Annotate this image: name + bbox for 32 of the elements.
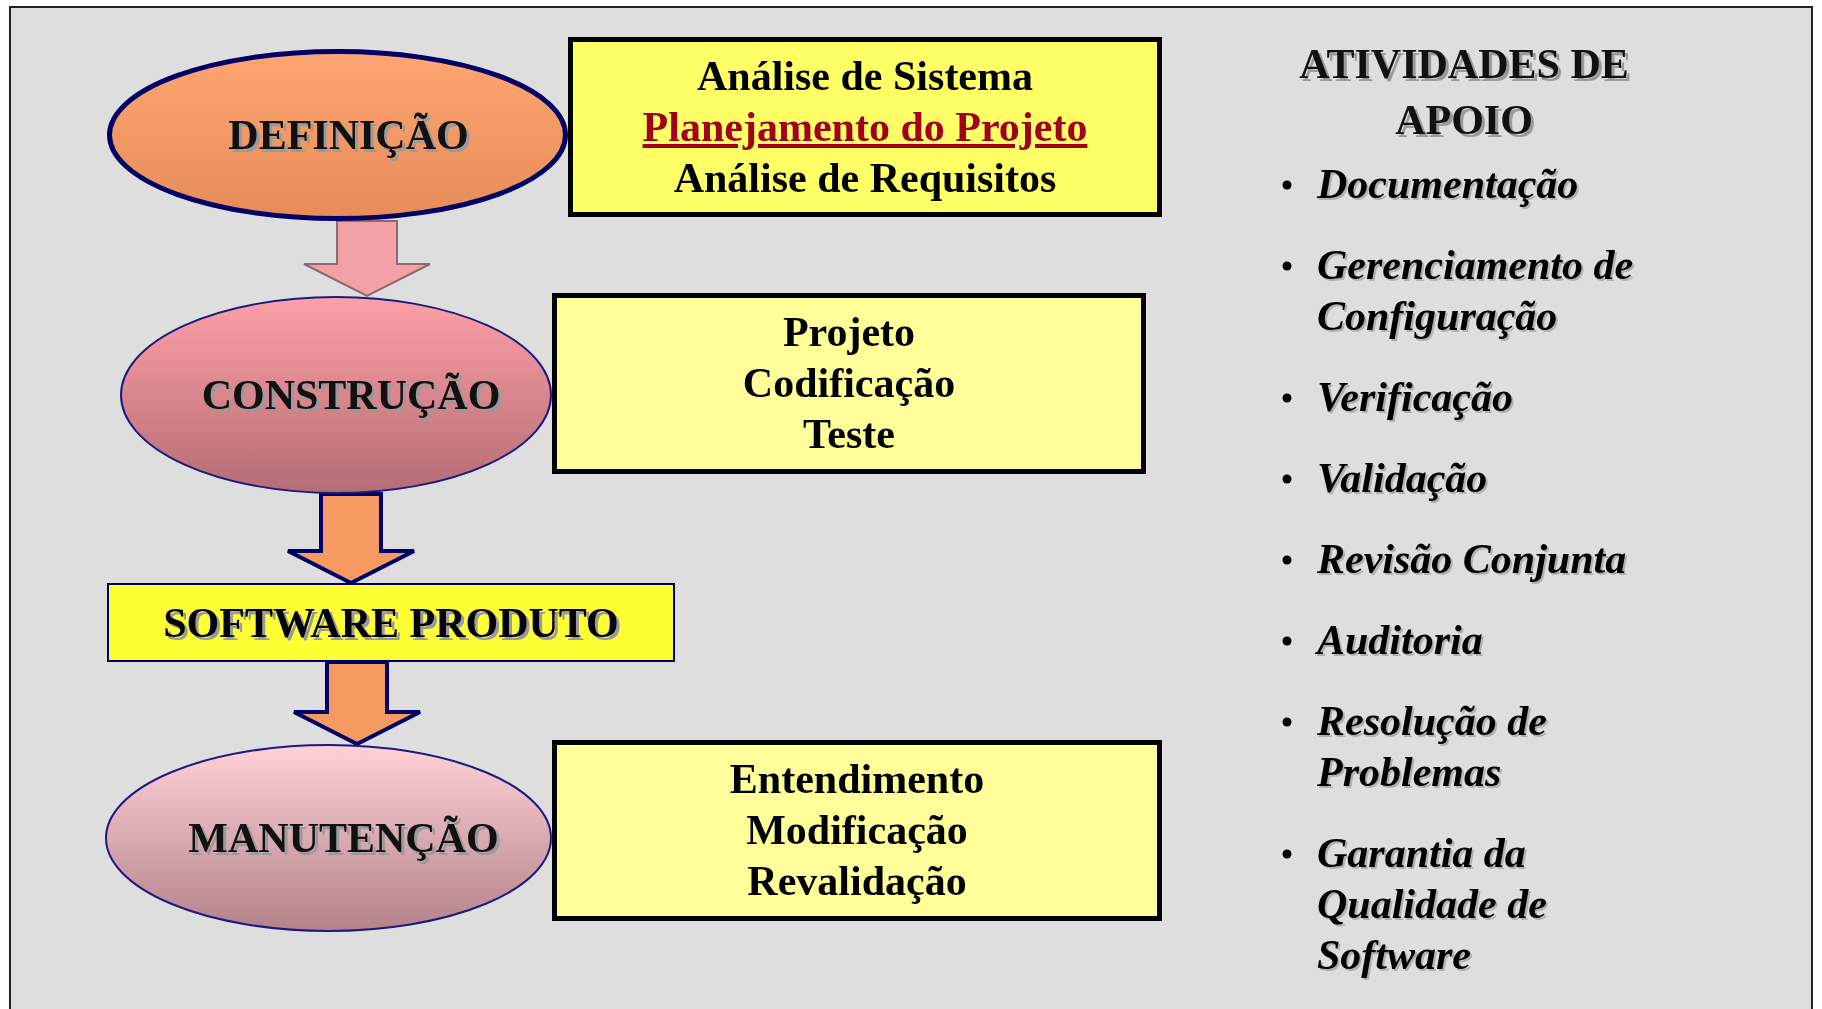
activity-box — [552, 293, 1146, 474]
phase-ellipse — [120, 296, 552, 494]
section-heading: ATIVIDADES DE APOIO — [1298, 40, 1630, 145]
product-box — [107, 583, 675, 662]
product-label: SOFTWARE PRODUTO — [163, 598, 619, 647]
activity-text: Projeto — [782, 308, 916, 357]
phase-label: DEFINIÇÃO — [228, 111, 469, 159]
block-arrow — [286, 492, 416, 586]
activity-text: Teste — [803, 410, 895, 459]
list-item: Garantia da Qualidade de Software — [1317, 829, 1548, 980]
phase-label: CONSTRUÇÃO — [201, 371, 501, 419]
activity-text: Codificação — [742, 359, 956, 408]
activity-text: Modificação — [746, 806, 968, 855]
highlighted-activity: Planejamento do Projeto — [642, 102, 1088, 152]
list-item: Validação — [1317, 454, 1489, 503]
activity-text: Análise de Requisitos — [673, 153, 1057, 203]
block-arrow — [303, 220, 431, 298]
list-item: Verificação — [1317, 373, 1514, 422]
list-item: Documentação — [1317, 160, 1580, 209]
phase-label: MANUTENÇÃO — [188, 814, 499, 862]
block-arrow — [292, 660, 422, 747]
list-item: Gerenciamento de Configuração — [1317, 241, 1635, 341]
activity-box — [552, 740, 1162, 921]
phase-ellipse — [107, 49, 568, 221]
phase-ellipse — [105, 744, 552, 932]
activity-text: Revalidação — [747, 857, 967, 906]
list-item: Revisão Conjunta — [1317, 535, 1628, 584]
activity-text: Análise de Sistema — [697, 51, 1033, 101]
list-item: Resolução de Problemas — [1317, 697, 1548, 797]
activity-box — [568, 37, 1162, 217]
list-item: Auditoria — [1317, 616, 1484, 665]
activity-text: Entendimento — [729, 755, 985, 804]
